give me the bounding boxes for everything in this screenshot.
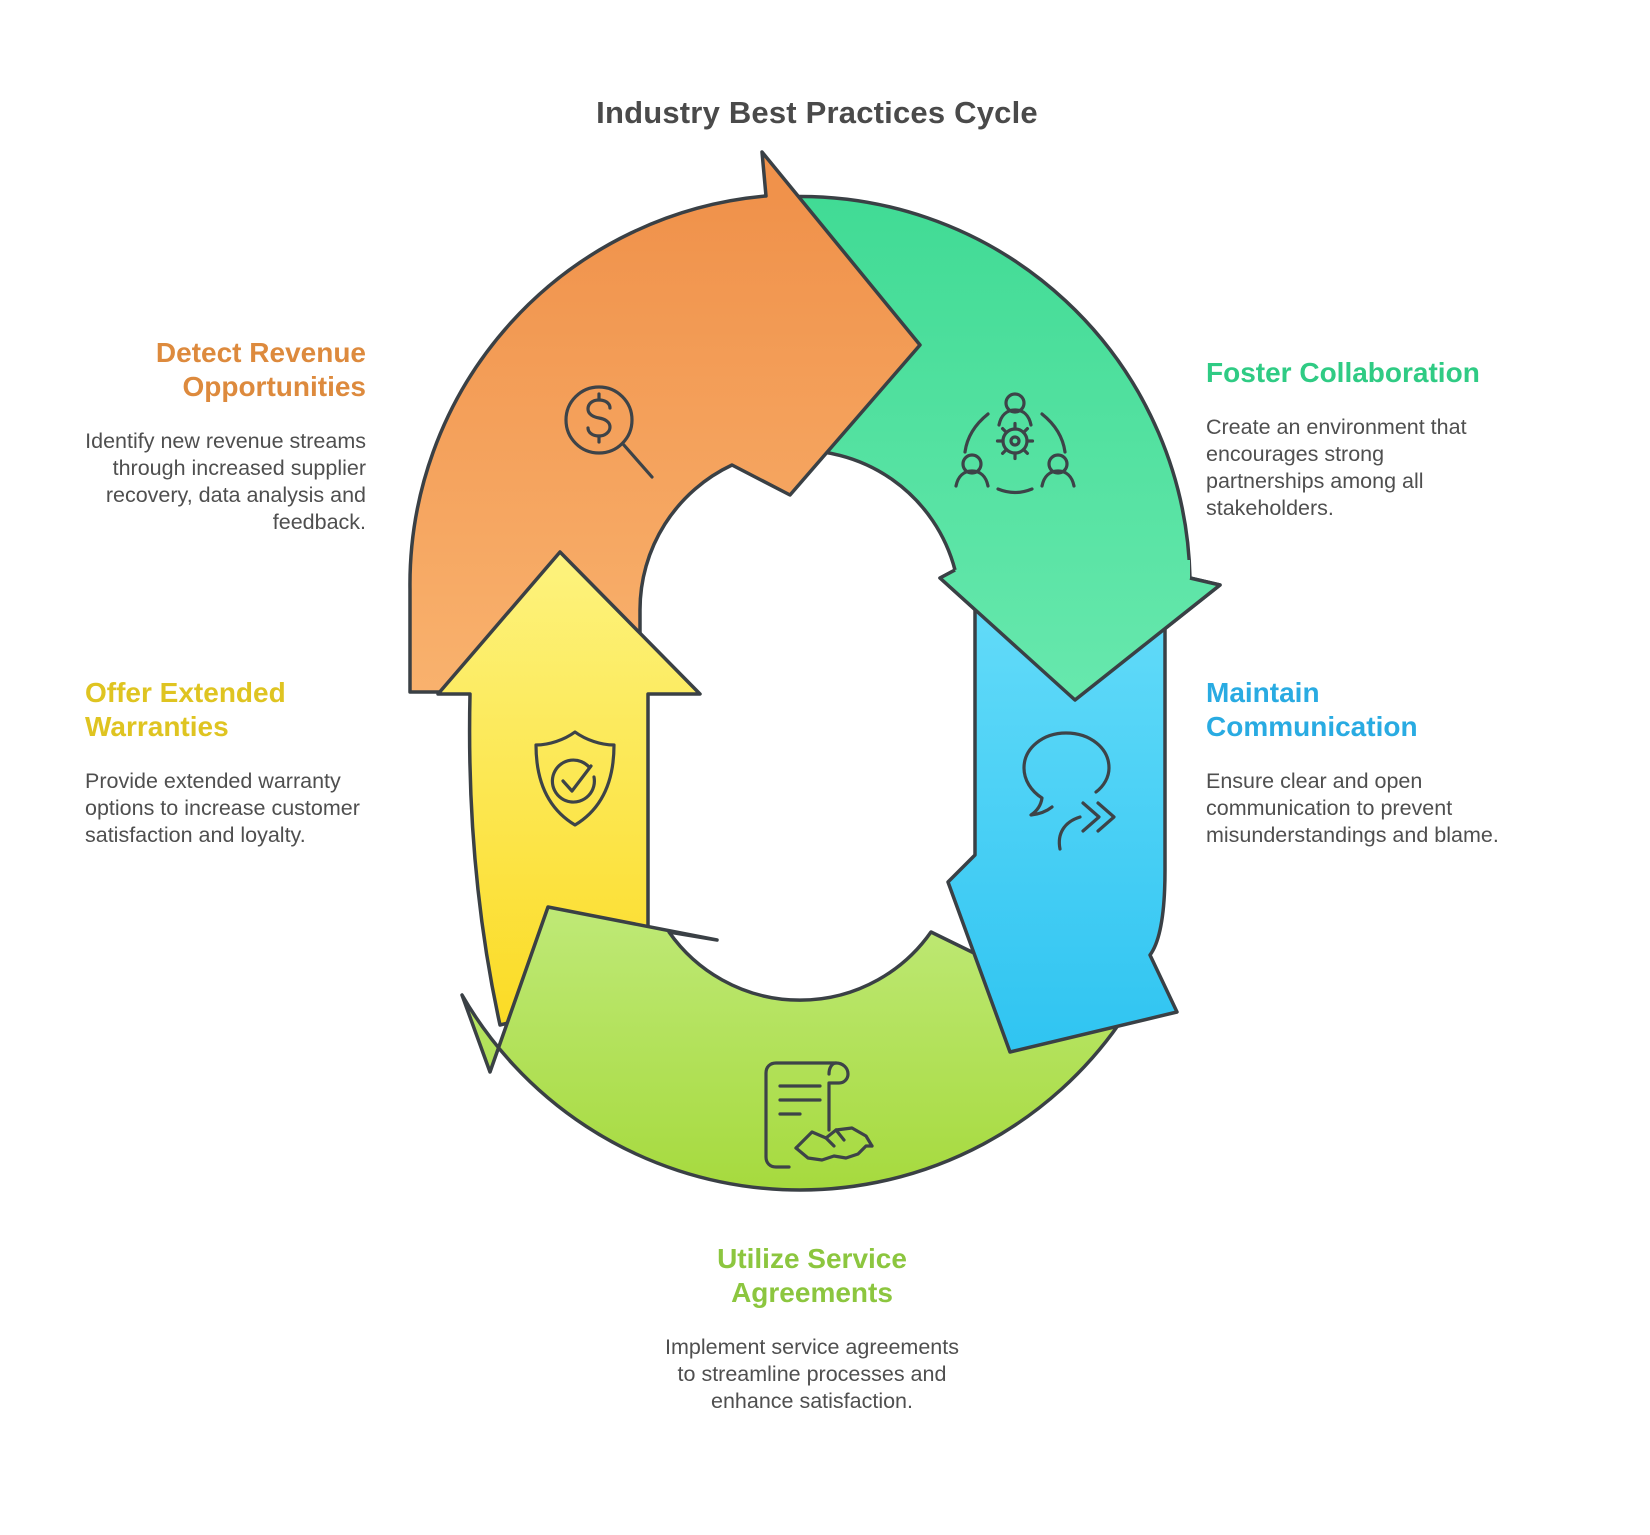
step-heading: Detect Revenue Opportunities (155, 337, 366, 402)
step-description: Identify new revenue streams through inc… (85, 429, 366, 534)
step-description: Create an environment that encourages st… (1206, 415, 1467, 520)
step-maintain-communication: Maintain Communication Ensure clear and … (1206, 676, 1506, 849)
arrow-detect-revenue (408, 150, 922, 694)
arrow-maintain-communication (946, 598, 1179, 1054)
step-offer-warranties: Offer Extended Warranties Provide extend… (85, 676, 385, 849)
dollar-search-icon (564, 385, 654, 479)
contract-handshake-icon (764, 1061, 874, 1169)
shield-check-icon (534, 730, 616, 827)
step-description: Provide extended warranty options to inc… (85, 769, 360, 847)
collaboration-icon (954, 392, 1076, 495)
page-title: Industry Best Practices Cycle (596, 94, 1038, 130)
step-heading: Foster Collaboration (1206, 357, 1480, 388)
step-heading: Utilize Service Agreements (717, 1243, 907, 1308)
arrow-foster-head-outline (938, 568, 1222, 702)
step-description: Ensure clear and open communication to p… (1206, 769, 1499, 847)
step-detect-revenue: Detect Revenue Opportunities Identify ne… (78, 336, 366, 536)
step-heading: Maintain Communication (1206, 677, 1418, 742)
arrow-utilize-service (460, 905, 1121, 1192)
step-description: Implement service agreements to streamli… (665, 1335, 959, 1413)
step-heading: Offer Extended Warranties (85, 677, 286, 742)
arrow-foster-head-fill (940, 560, 1220, 700)
step-utilize-service: Utilize Service Agreements Implement ser… (642, 1242, 982, 1415)
step-foster-collaboration: Foster Collaboration Create an environme… (1206, 356, 1506, 522)
chat-forward-icon (1022, 731, 1116, 851)
